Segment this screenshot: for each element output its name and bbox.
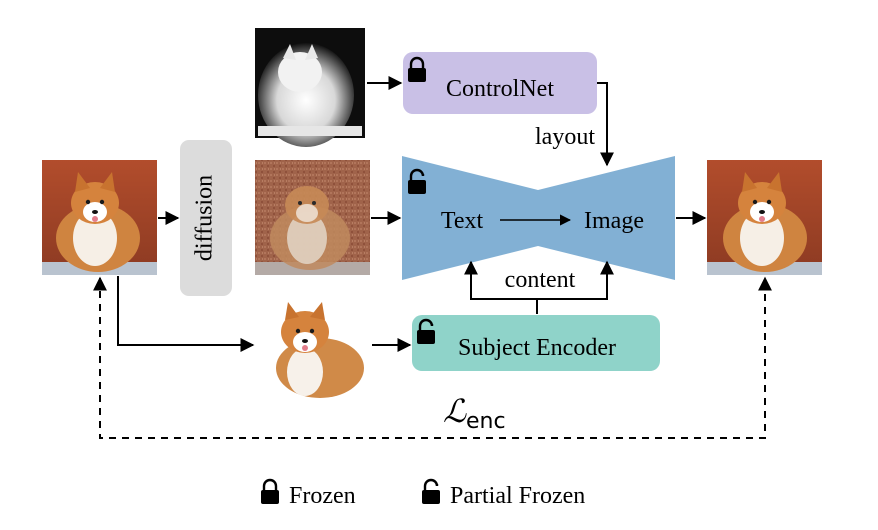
- loss-dashed-loop: [93, 276, 772, 439]
- layout-arrow: [597, 82, 614, 167]
- input-photo: [42, 160, 157, 275]
- loss-subscript: enc: [466, 409, 506, 434]
- noisy-photo: [255, 160, 370, 275]
- depth-map-image: [255, 28, 365, 147]
- connectors: [93, 76, 772, 439]
- legend-frozen-label: Frozen: [289, 483, 356, 509]
- subject-encoder-box: Subject Encoder: [412, 315, 660, 371]
- open-lock-icon: [408, 168, 426, 194]
- closed-lock-icon: [261, 478, 279, 504]
- content-label: content: [505, 267, 576, 293]
- diffusion-label: diffusion: [192, 175, 218, 261]
- text-node-label: Text: [441, 208, 484, 234]
- closed-lock-icon: [408, 56, 426, 82]
- legend-partial-frozen-label: Partial Frozen: [450, 483, 585, 509]
- unet-bowtie: Text Image: [402, 156, 675, 280]
- input-to-subject-arrow: [117, 276, 255, 352]
- layout-label: layout: [535, 124, 595, 150]
- open-lock-icon: [417, 318, 435, 344]
- subject-encoder-label: Subject Encoder: [458, 335, 616, 361]
- legend: Frozen Partial Frozen: [261, 478, 585, 509]
- loss-symbol: ℒ: [443, 393, 467, 429]
- image-node-label: Image: [584, 208, 644, 234]
- controlnet-box: ControlNet: [403, 52, 597, 114]
- controlnet-label: ControlNet: [446, 76, 554, 102]
- diffusion-box: diffusion: [180, 140, 232, 296]
- subject-photo: [256, 290, 371, 405]
- content-branch-right: [537, 260, 614, 300]
- open-lock-icon: [422, 478, 440, 504]
- loss-label: ℒ enc: [443, 393, 506, 434]
- output-photo: [707, 160, 822, 275]
